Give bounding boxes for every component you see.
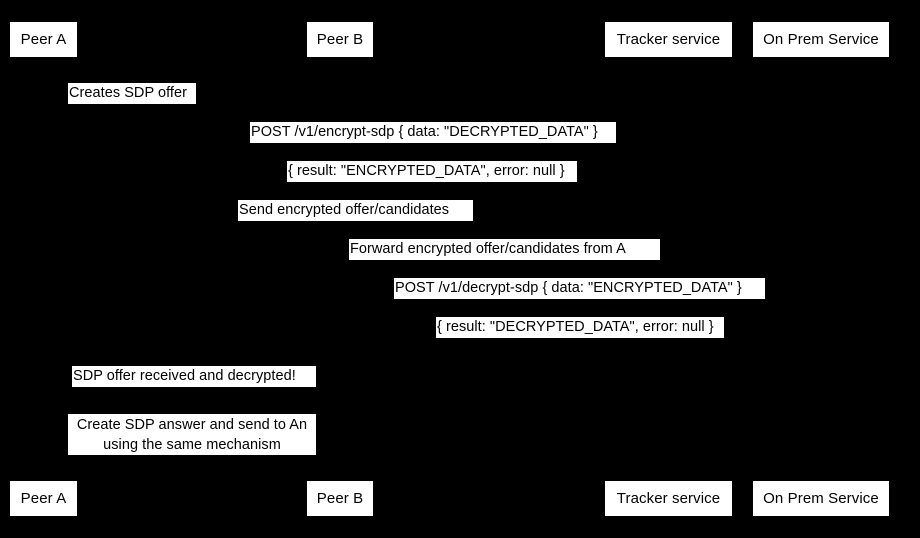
message-label-send-encrypted-offer: Send encrypted offer/candidates <box>238 200 473 221</box>
lifeline-on-prem-service <box>821 57 822 481</box>
arrow-post-encrypt-sdp <box>43 146 821 152</box>
lifeline-peer-b <box>340 57 341 481</box>
arrow-send-encrypted-offer <box>43 224 668 230</box>
message-label-sdp-offer-received: SDP offer received and decrypted! <box>72 366 316 387</box>
message-label-post-encrypt-sdp: POST /v1/encrypt-sdp { data: "DECRYPTED_… <box>250 122 616 143</box>
lifeline-tracker-service <box>668 57 669 481</box>
participant-footer-peer-a[interactable]: Peer A <box>10 481 77 516</box>
message-label-create-sdp-answer: Create SDP answer and send to An using t… <box>68 414 316 455</box>
participant-footer-peer-b[interactable]: Peer B <box>307 481 373 516</box>
message-label-post-decrypt-sdp: POST /v1/decrypt-sdp { data: "ENCRYPTED_… <box>394 278 765 299</box>
participant-on-prem-service[interactable]: On Prem Service <box>753 22 889 57</box>
message-label-creates-sdp-offer: Creates SDP offer <box>68 83 196 104</box>
message-label-encrypt-sdp-result: { result: "ENCRYPTED_DATA", error: null … <box>287 161 577 182</box>
arrow-forward-encrypted-offer <box>340 263 668 269</box>
message-label-decrypt-sdp-result: { result: "DECRYPTED_DATA", error: null … <box>436 317 724 338</box>
participant-peer-a[interactable]: Peer A <box>10 22 77 57</box>
participant-footer-on-prem-service[interactable]: On Prem Service <box>753 481 889 516</box>
participant-footer-tracker-service[interactable]: Tracker service <box>605 481 732 516</box>
message-label-forward-encrypted-offer: Forward encrypted offer/candidates from … <box>349 239 660 260</box>
participant-tracker-service[interactable]: Tracker service <box>605 22 732 57</box>
message-label-create-sdp-answer-line2: using the same mechanism <box>103 437 281 453</box>
message-label-create-sdp-answer-line1: Create SDP answer and send to An <box>76 417 308 433</box>
arrow-encrypt-sdp-result <box>43 185 821 191</box>
participant-peer-b[interactable]: Peer B <box>307 22 373 57</box>
arrow-post-decrypt-sdp <box>340 302 821 308</box>
lifeline-peer-a <box>43 57 44 481</box>
arrow-decrypt-sdp-result <box>340 341 821 347</box>
